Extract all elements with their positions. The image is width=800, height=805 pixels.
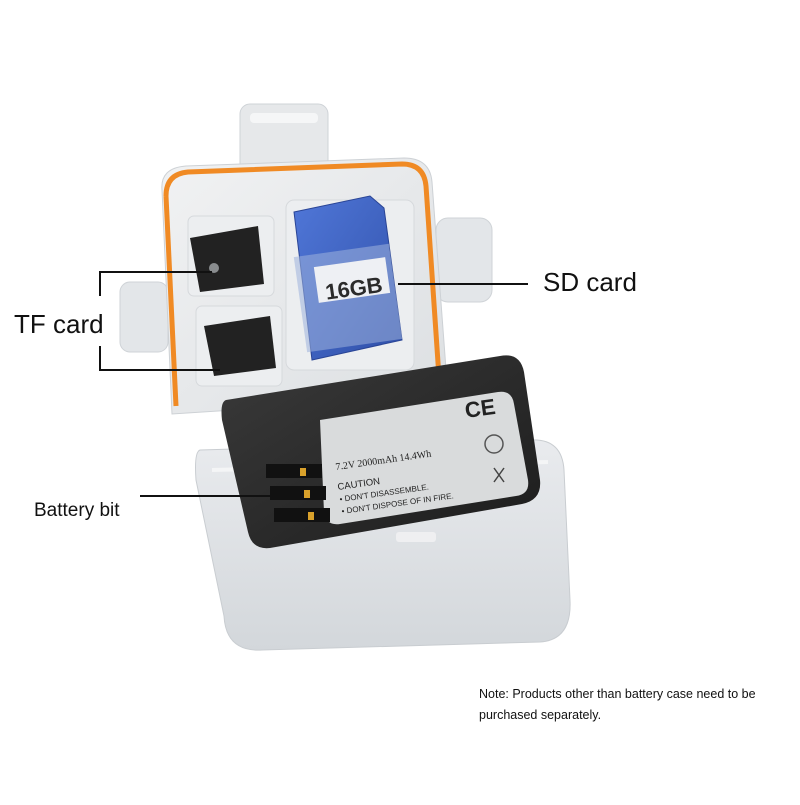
note-line-1: Note: Products other than battery case n… <box>479 687 756 701</box>
note-line-2: purchased separately. <box>479 708 602 722</box>
purchase-note: Note: Products other than battery case n… <box>479 684 756 726</box>
sd-card: 16GB <box>293 195 403 361</box>
ce-mark: CE <box>463 394 497 423</box>
tf-card-label: TF card <box>14 309 104 339</box>
lid-latch-top <box>239 103 329 177</box>
callout-lines <box>99 271 528 497</box>
crossed-bin-icon <box>493 467 505 483</box>
battery-bit-label: Battery bit <box>34 500 120 521</box>
recycle-icon <box>484 434 504 454</box>
orange-gasket <box>163 161 443 393</box>
tf-card-top <box>190 226 264 292</box>
sd-card-label: SD card <box>543 267 637 297</box>
lid-latch-left <box>119 281 169 353</box>
battery: CE 7.2V 2000mAh 14.4Wh CAUTION • DON'T D… <box>221 355 541 549</box>
battery-terminals <box>266 464 330 522</box>
lid-latch-right <box>435 217 493 303</box>
tf-card-bottom <box>204 316 276 376</box>
